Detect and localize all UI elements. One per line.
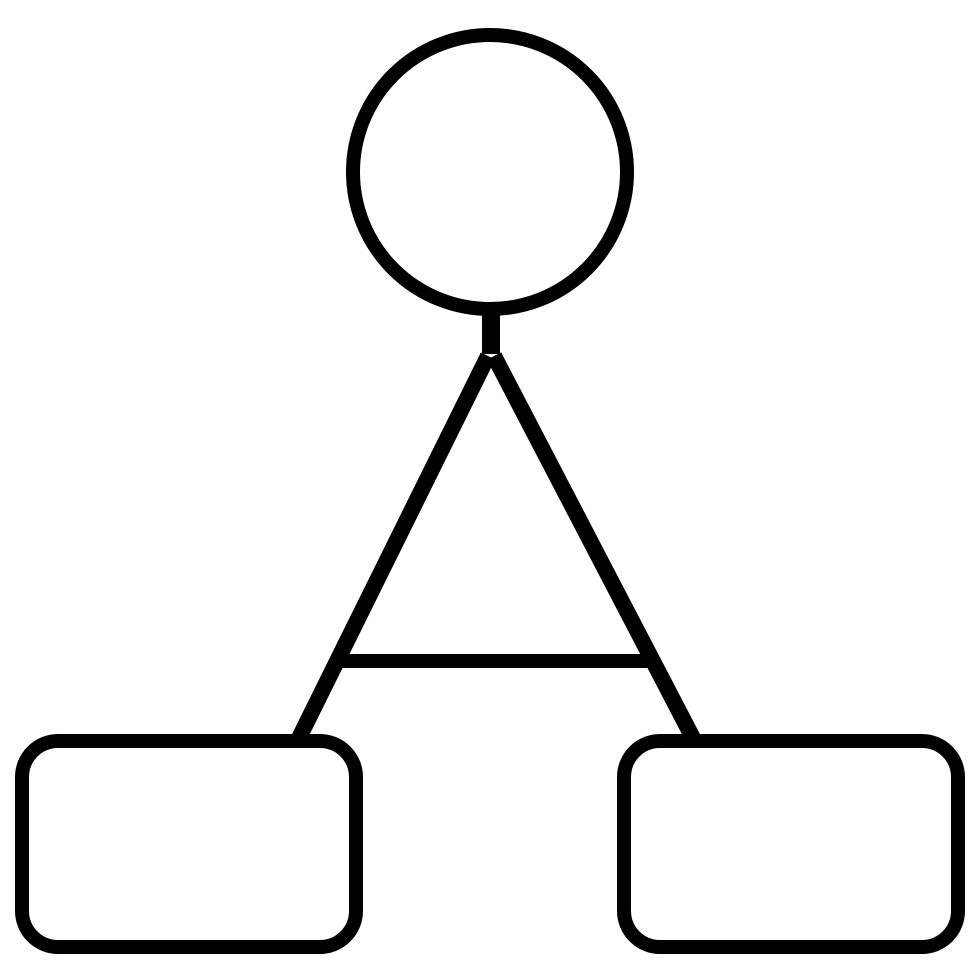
root-node[interactable]	[346, 28, 634, 316]
right-child-box	[617, 734, 965, 954]
left-branch-connector	[290, 352, 496, 744]
root-node-circle	[346, 28, 634, 316]
right-branch-connector	[486, 352, 702, 744]
left-child-box	[15, 734, 363, 954]
right-child-node[interactable]	[617, 734, 965, 954]
left-child-node[interactable]	[15, 734, 363, 954]
